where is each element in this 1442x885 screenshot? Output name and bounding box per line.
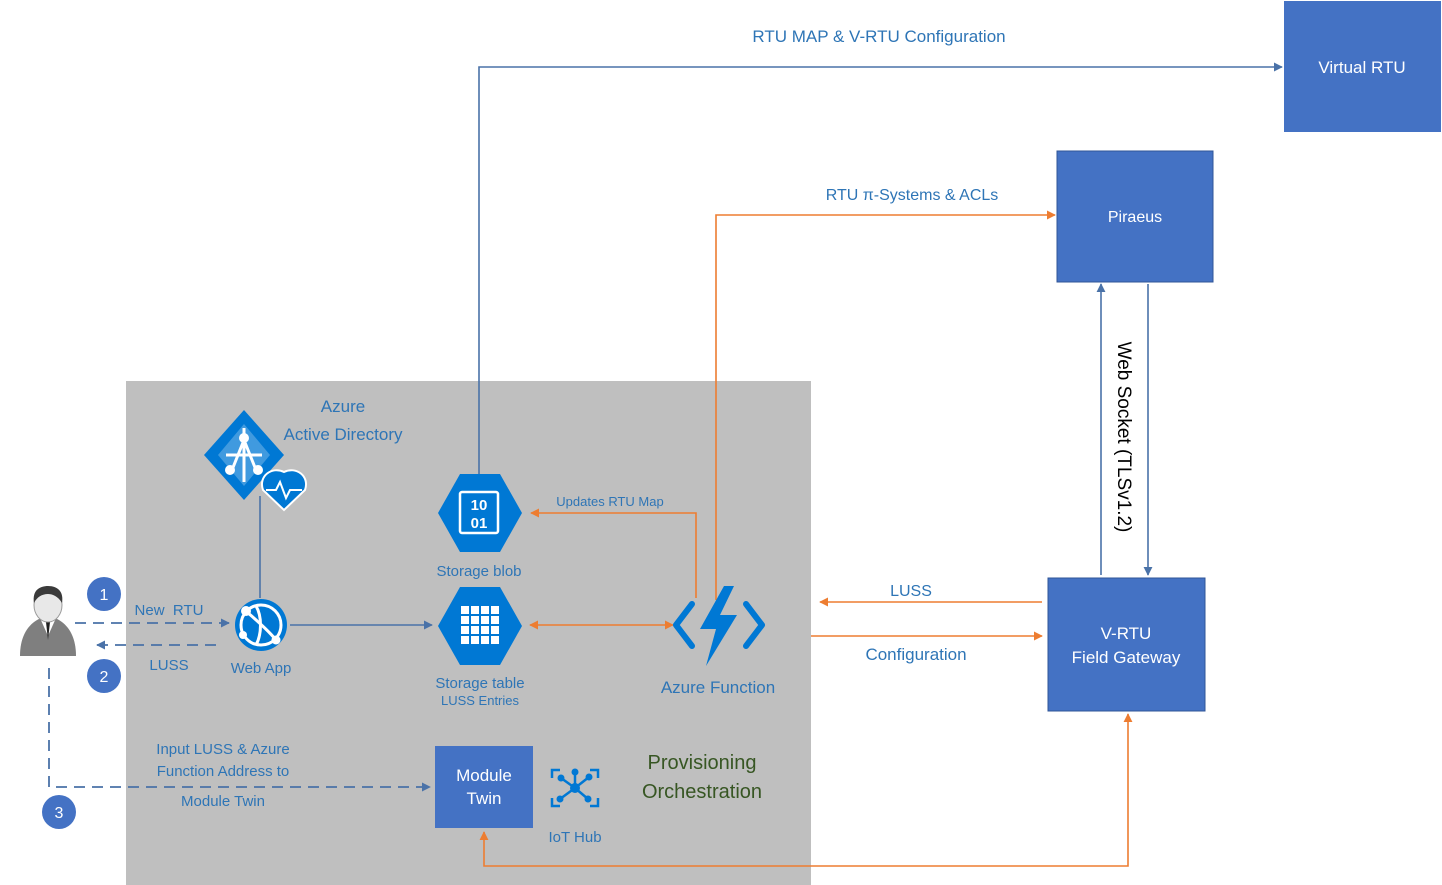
active-directory-icon [204, 410, 308, 512]
step-badge-1-label: 1 [100, 587, 109, 604]
user-icon [20, 586, 76, 656]
step-badge-3-label: 3 [55, 805, 64, 822]
updates-rtu-map-arrow [530, 508, 697, 598]
azure-function-icon [673, 586, 765, 666]
vrtu-label-line2: Field Gateway [1072, 648, 1181, 667]
input-label-line3: Module Twin [181, 793, 265, 810]
azure-function-label: Azure Function [661, 678, 775, 697]
step-badge-3: 3 [42, 795, 76, 829]
storage-table-sublabel: LUSS Entries [441, 693, 520, 708]
updates-rtu-map-label: Updates RTU Map [556, 494, 663, 509]
aad-label-line2: Active Directory [283, 425, 403, 444]
module-twin-line2: Twin [467, 789, 502, 808]
piraeus-label: Piraeus [1108, 209, 1162, 226]
aad-label-line1: Azure [321, 397, 365, 416]
storage-blob-digits-2: 01 [471, 515, 488, 532]
storage-table-label: Storage table [435, 675, 524, 692]
vrtu-field-gateway-box [1047, 577, 1206, 712]
rtu-pi-arrow [715, 210, 1056, 600]
web-socket-label: Web Socket (TLSv1.2) [1113, 342, 1134, 533]
step-badge-1: 1 [87, 577, 121, 611]
storage-blob-label: Storage blob [436, 563, 521, 580]
provisioning-label-line1: Provisioning [648, 752, 757, 774]
new-rtu-label: New RTU [135, 602, 204, 619]
vrtu-label-line1: V-RTU [1101, 624, 1152, 643]
storage-table-icon [438, 587, 522, 665]
configuration-label: Configuration [865, 645, 966, 664]
storage-blob-icon: 10 01 [438, 474, 522, 552]
piraeus-box [1056, 150, 1214, 283]
storage-blob-digits-1: 10 [471, 497, 488, 514]
module-twin-input-arrow [48, 668, 431, 792]
web-app-label: Web App [231, 660, 292, 677]
iot-hub-label: IoT Hub [548, 829, 601, 846]
step-badge-2: 2 [87, 659, 121, 693]
web-app-icon [235, 599, 287, 651]
virtual-rtu-label: Virtual RTU [1318, 58, 1405, 77]
provisioning-label-line2: Orchestration [642, 781, 762, 803]
module-twin-box [435, 746, 533, 828]
luss-right-label: LUSS [890, 583, 932, 600]
luss-left-label: LUSS [149, 657, 188, 674]
rtu-map-label: RTU MAP & V-RTU Configuration [752, 27, 1005, 46]
step-badge-2-label: 2 [100, 669, 109, 686]
input-label-line1: Input LUSS & Azure [156, 741, 289, 758]
moduletwin-vrtu-arrow [479, 713, 1133, 867]
virtual-rtu-box [1284, 1, 1441, 132]
rtu-map-arrow [478, 62, 1283, 474]
module-twin-line1: Module [456, 766, 512, 785]
iot-hub-icon [550, 768, 600, 808]
input-label-line2: Function Address to [157, 763, 290, 780]
rtu-pi-label: RTU π-Systems & ACLs [826, 187, 999, 204]
